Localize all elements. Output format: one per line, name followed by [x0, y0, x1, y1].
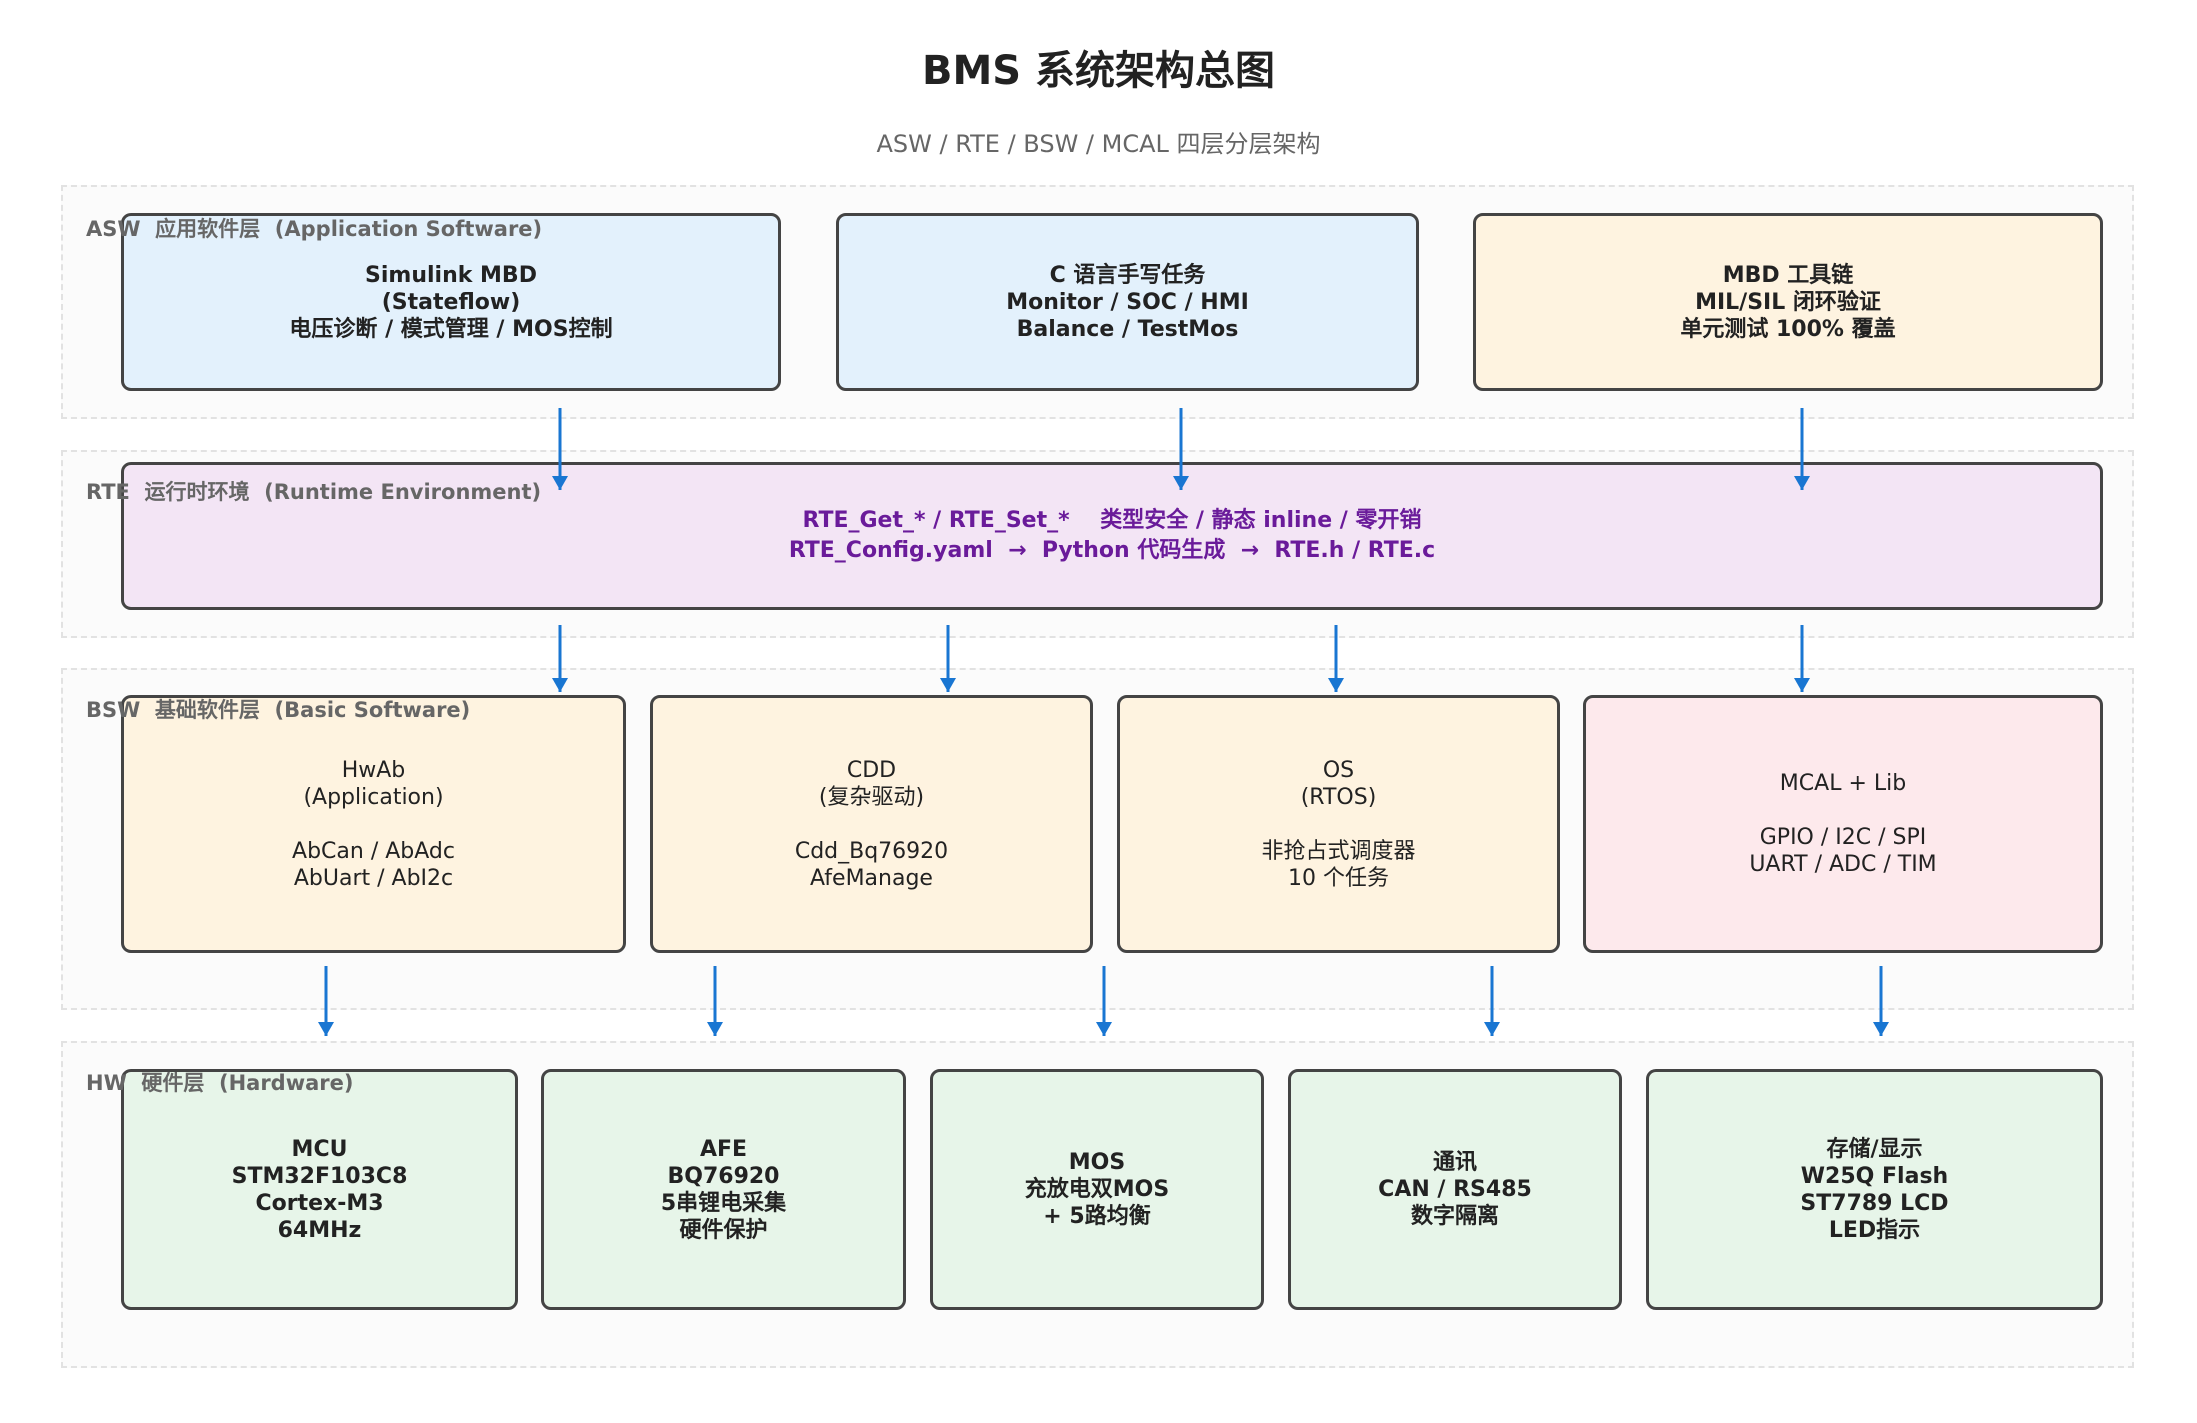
box-line: MOS: [1068, 1150, 1126, 1175]
box-line: Cortex-M3: [255, 1190, 384, 1216]
arrowhead-icon: [1873, 1022, 1889, 1036]
box-line: MIL/SIL 闭环验证: [1695, 289, 1881, 315]
box-line: OS: [1322, 757, 1355, 783]
rte-box: RTE_Get_* / RTE_Set_* 类型安全 / 静态 inline /…: [121, 462, 2103, 610]
box-line: STM32F103C8: [231, 1163, 408, 1189]
box-line: MBD 工具链: [1722, 262, 1854, 288]
arrowhead-icon: [318, 1022, 334, 1036]
asw-box-simulink-mbd: Simulink MBD (Stateflow) 电压诊断 / 模式管理 / M…: [121, 213, 781, 391]
box-line: (RTOS): [1300, 784, 1377, 810]
hw-layer-label: HW 硬件层 (Hardware): [86, 1071, 354, 1095]
rte-layer-label: RTE 运行时环境 (Runtime Environment): [86, 480, 542, 504]
box-line: 存储/显示: [1826, 1136, 1923, 1162]
box-line: Monitor / SOC / HMI: [1006, 289, 1249, 315]
box-line: (Stateflow): [381, 289, 521, 315]
box-line: 数字隔离: [1410, 1204, 1499, 1229]
box-line: GPIO / I2C / SPI: [1759, 825, 1927, 850]
box-line: 硬件保护: [679, 1217, 768, 1243]
box-line: LED指示: [1828, 1217, 1921, 1243]
hw-box-afe: AFE BQ76920 5串锂电采集 硬件保护: [541, 1069, 906, 1310]
box-line: AbCan / AbAdc: [292, 838, 455, 864]
hw-box-mcu: MCU STM32F103C8 Cortex-M3 64MHz: [121, 1069, 518, 1310]
box-line: CAN / RS485: [1378, 1177, 1532, 1202]
box-line: AfeManage: [810, 865, 933, 891]
box-line: MCAL + Lib: [1779, 771, 1907, 796]
asw-box-mbd-toolchain: MBD 工具链 MIL/SIL 闭环验证 单元测试 100% 覆盖: [1473, 213, 2103, 391]
arrowhead-icon: [1096, 1022, 1112, 1036]
box-line: 单元测试 100% 覆盖: [1680, 316, 1896, 342]
box-line: 非抢占式调度器: [1261, 838, 1416, 864]
box-line: 10 个任务: [1288, 865, 1389, 891]
hw-box-mos: MOS 充放电双MOS + 5路均衡: [930, 1069, 1264, 1310]
box-line: RTE_Config.yaml → Python 代码生成 → RTE.h / …: [788, 538, 1436, 563]
bsw-box-mcal: MCAL + Lib GPIO / I2C / SPI UART / ADC /…: [1583, 695, 2103, 953]
bsw-layer-label: BSW 基础软件层 (Basic Software): [86, 698, 471, 722]
hw-box-comm: 通讯 CAN / RS485 数字隔离: [1288, 1069, 1622, 1310]
box-line: CDD: [846, 757, 897, 783]
diagram-title: BMS 系统架构总图: [921, 48, 1276, 94]
box-line: BQ76920: [667, 1163, 780, 1189]
bsw-box-os: OS (RTOS) 非抢占式调度器 10 个任务: [1117, 695, 1560, 953]
bsw-box-hwab: HwAb (Application) AbCan / AbAdc AbUart …: [121, 695, 626, 953]
box-line: Balance / TestMos: [1016, 316, 1239, 342]
hw-box-storage-display: 存储/显示 W25Q Flash ST7789 LCD LED指示: [1646, 1069, 2103, 1310]
box-line: AbUart / AbI2c: [293, 865, 454, 891]
bsw-box-cdd: CDD (复杂驱动) Cdd_Bq76920 AfeManage: [650, 695, 1093, 953]
box-line: + 5路均衡: [1043, 1204, 1151, 1229]
box-line: UART / ADC / TIM: [1749, 852, 1937, 877]
box-line: 通讯: [1432, 1150, 1477, 1175]
box-line: AFE: [699, 1136, 748, 1162]
arrowhead-icon: [1484, 1022, 1500, 1036]
box-line: Simulink MBD: [365, 262, 537, 288]
box-line: Cdd_Bq76920: [794, 838, 949, 864]
box-line: HwAb: [341, 757, 406, 783]
box-line: C 语言手写任务: [1049, 262, 1206, 288]
diagram-subtitle: ASW / RTE / BSW / MCAL 四层分层架构: [876, 130, 1321, 158]
box-line: ST7789 LCD: [1800, 1190, 1949, 1216]
box-line: (Application): [303, 784, 444, 810]
box-line: 电压诊断 / 模式管理 / MOS控制: [289, 316, 613, 342]
arrowhead-icon: [707, 1022, 723, 1036]
box-line: W25Q Flash: [1800, 1163, 1949, 1189]
asw-layer-label: ASW 应用软件层 (Application Software): [86, 217, 543, 241]
box-line: MCU: [291, 1136, 348, 1162]
box-line: 充放电双MOS: [1024, 1177, 1170, 1202]
box-line: (复杂驱动): [818, 784, 925, 810]
box-line: RTE_Get_* / RTE_Set_* 类型安全 / 静态 inline /…: [802, 508, 1422, 533]
box-line: 64MHz: [277, 1217, 362, 1243]
box-line: 5串锂电采集: [660, 1190, 787, 1216]
asw-box-c-tasks: C 语言手写任务 Monitor / SOC / HMI Balance / T…: [836, 213, 1419, 391]
